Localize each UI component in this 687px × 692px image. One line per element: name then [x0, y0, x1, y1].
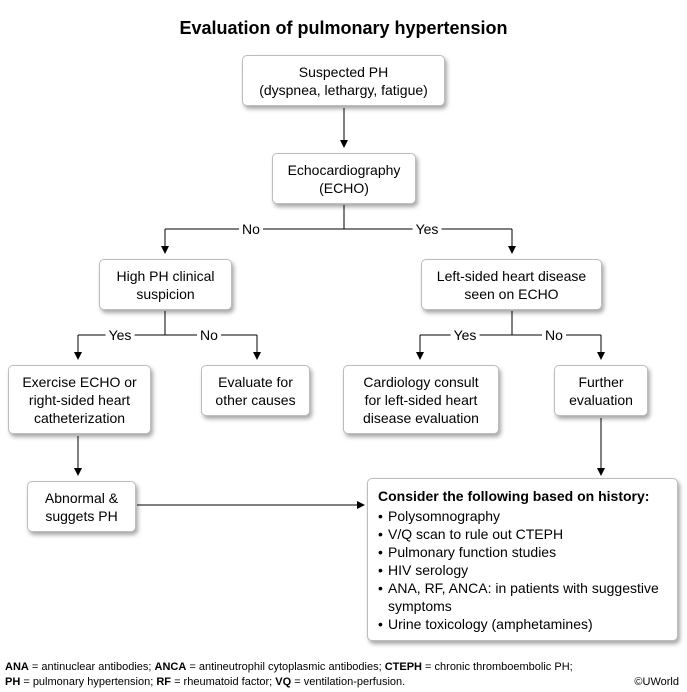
footnote-line-2: PH = pulmonary hypertension; RF = rheuma…	[5, 676, 406, 688]
node-further-evaluation: Further evaluation	[554, 365, 648, 416]
label-high-no: No	[197, 327, 221, 343]
node-echocardiography: Echocardiography (ECHO)	[272, 153, 416, 204]
copyright: ©UWorld	[634, 676, 679, 688]
node-abnormal-suggests-ph: Abnormal & suggets PH	[27, 481, 136, 532]
node-left-sided-heart-disease: Left-sided heart disease seen on ECHO	[421, 259, 602, 310]
node-cardiology-consult: Cardiology consult for left-sided heart …	[343, 365, 499, 434]
consider-heading: Consider the following based on history:	[378, 488, 650, 504]
list-item: Polysomnography	[378, 507, 667, 525]
label-left-no: No	[542, 327, 566, 343]
list-item: Pulmonary function studies	[378, 543, 667, 561]
label-high-yes: Yes	[105, 327, 135, 343]
footnote-line-1: ANA = antinuclear antibodies; ANCA = ant…	[5, 661, 573, 673]
list-item: HIV serology	[378, 561, 667, 579]
list-item: ANA, RF, ANCA: in patients with suggesti…	[378, 579, 667, 615]
node-exercise-echo: Exercise ECHO or right-sided heart cathe…	[8, 365, 151, 434]
list-item: V/Q scan to rule out CTEPH	[378, 525, 667, 543]
footnote: ANA = antinuclear antibodies; ANCA = ant…	[5, 660, 645, 690]
consider-list: Polysomnography V/Q scan to rule out CTE…	[378, 507, 667, 633]
node-evaluate-other-causes: Evaluate for other causes	[201, 365, 310, 416]
label-echo-no: No	[239, 221, 263, 237]
list-item: Urine toxicology (amphetamines)	[378, 615, 667, 633]
label-left-yes: Yes	[450, 327, 480, 343]
node-high-ph-suspicion: High PH clinical suspicion	[99, 259, 232, 310]
consider-box: Consider the following based on history:…	[367, 478, 678, 641]
page-title: Evaluation of pulmonary hypertension	[179, 18, 508, 38]
label-echo-yes: Yes	[412, 221, 442, 237]
node-suspected-ph: Suspected PH (dyspnea, lethargy, fatigue…	[242, 55, 445, 106]
